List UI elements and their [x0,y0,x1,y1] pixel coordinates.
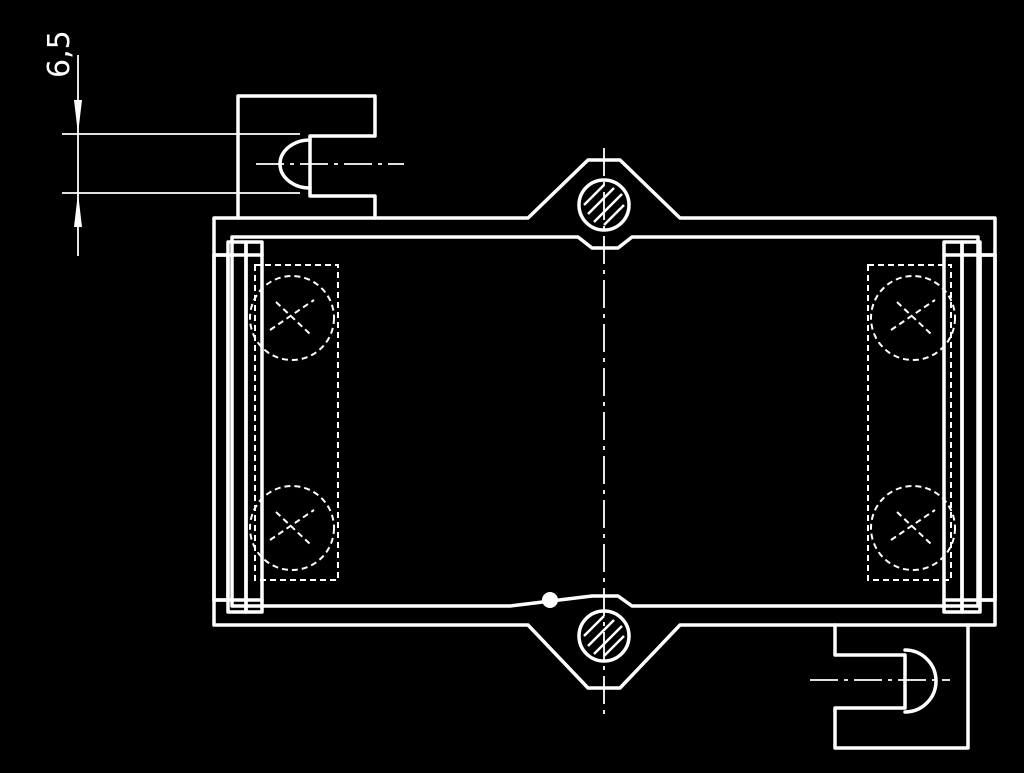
dimension-arrows [74,100,82,227]
screw-top-left [249,275,335,361]
right-end-rails [942,240,997,614]
screw-bottom-left [249,485,335,571]
dimension-label: 6,5 [42,30,77,78]
hole-hatching [583,184,625,657]
inner-frame [230,235,980,608]
hidden-screw-pockets [249,264,956,581]
bottom-terminal-bracket [833,623,970,750]
bottom-terminal-slot [903,648,938,714]
top-terminal-bracket [236,94,377,220]
housing-outline [212,158,997,690]
locating-dot [542,592,558,608]
centre-lines [256,148,950,716]
screw-bottom-right [870,485,956,571]
screw-top-right [870,275,956,361]
dimension-6-5 [62,55,300,256]
left-end-rails [212,240,264,614]
